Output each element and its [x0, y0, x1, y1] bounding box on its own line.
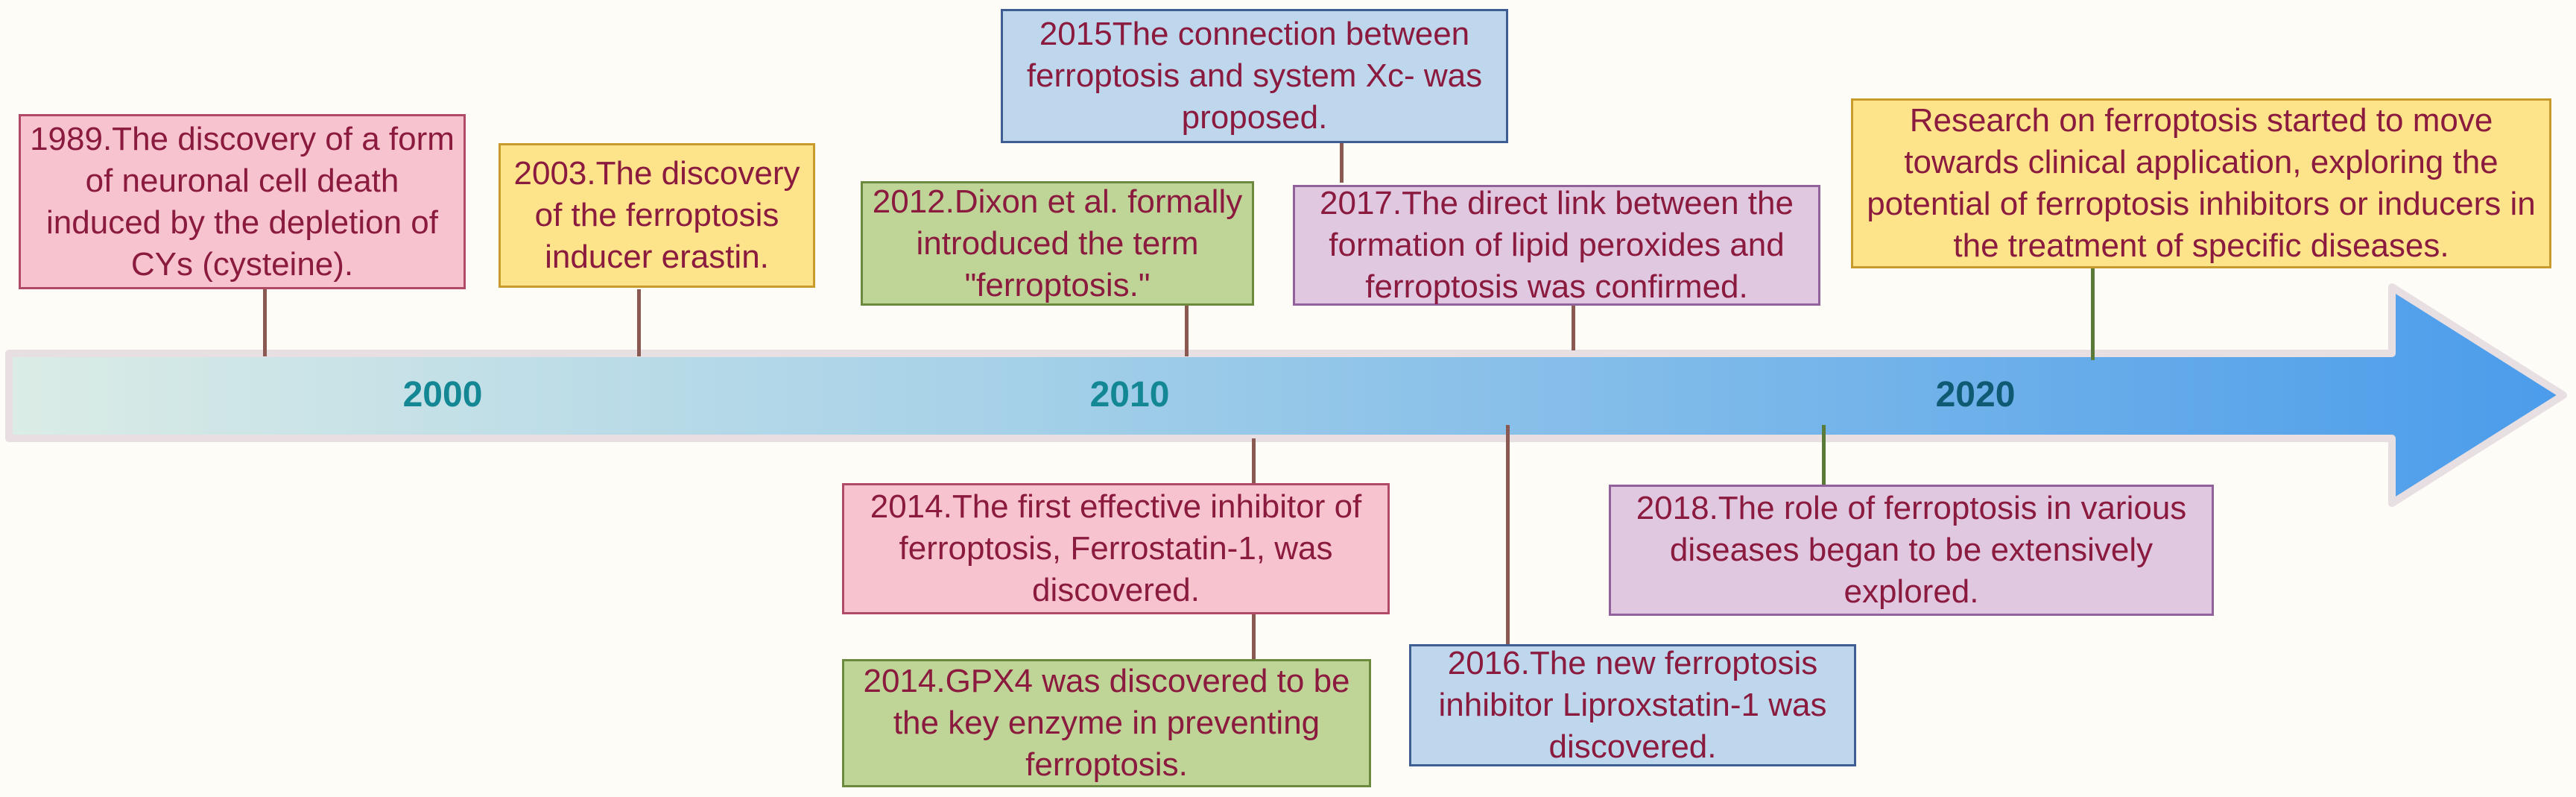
event-box-1989: 1989.The discovery of a form of neuronal… [19, 114, 466, 289]
event-box-clinical: Research on ferroptosis started to move … [1851, 98, 2551, 268]
connector-1989 [263, 289, 267, 356]
year-label-2000: 2000 [402, 375, 483, 415]
event-box-2014-gpx4: 2014.GPX4 was discovered to be the key e… [842, 659, 1371, 787]
year-label-2010: 2010 [1089, 375, 1170, 415]
connector-2018 [1822, 425, 1826, 486]
event-box-2015: 2015The connection between ferroptosis a… [1001, 9, 1508, 143]
connector-2014b [1252, 613, 1256, 659]
event-box-2017: 2017.The direct link between the formati… [1293, 185, 1820, 306]
connector-clinical [2091, 267, 2095, 360]
event-box-2016: 2016.The new ferroptosis inhibitor Lipro… [1409, 644, 1856, 766]
connector-2014a [1252, 438, 1256, 485]
year-label-2020: 2020 [1935, 375, 2016, 415]
event-box-2003: 2003.The discovery of the ferroptosis in… [499, 143, 815, 288]
connector-2016 [1506, 425, 1510, 645]
connector-2003 [637, 289, 641, 356]
event-box-2012: 2012.Dixon et al. formally introduced th… [861, 181, 1254, 306]
connector-2015 [1340, 142, 1344, 183]
connector-2017 [1572, 304, 1575, 350]
connector-2012 [1185, 304, 1189, 356]
event-box-2018: 2018.The role of ferroptosis in various … [1609, 485, 2214, 616]
event-box-2014-ferrostatin: 2014.The first effective inhibitor of fe… [842, 483, 1390, 614]
